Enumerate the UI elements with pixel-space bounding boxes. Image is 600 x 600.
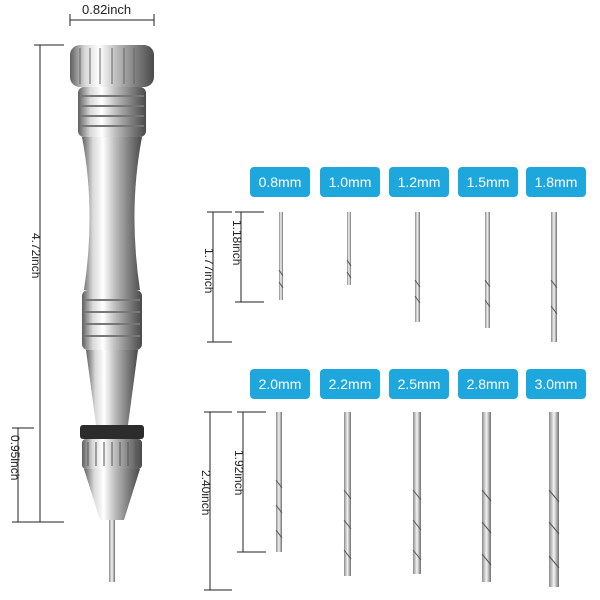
top-width-label: 0.82inch bbox=[82, 2, 132, 17]
chuck-length-label: 0.95inch bbox=[8, 435, 22, 481]
chuck-ring bbox=[80, 425, 144, 439]
bit-1.8mm bbox=[551, 212, 557, 342]
size-label-1.2mm: 1.2mm bbox=[389, 167, 449, 197]
size-label-2.2mm: 2.2mm bbox=[320, 369, 380, 399]
size-label-1.8mm: 1.8mm bbox=[526, 167, 586, 197]
total-length-label: 4.72inch bbox=[29, 233, 43, 279]
chuck-tip bbox=[84, 469, 140, 520]
bit-1.0mm bbox=[347, 212, 351, 285]
bits-row-2 bbox=[276, 412, 559, 587]
grip-upper bbox=[78, 87, 146, 137]
size-label-0.8mm: 0.8mm bbox=[250, 167, 310, 197]
long-bit-length-label: 1.92inch bbox=[232, 450, 246, 496]
size-label-2.0mm: 2.0mm bbox=[250, 369, 310, 399]
drill-neck bbox=[86, 350, 138, 425]
short-bit-length-label: 1.18inch bbox=[230, 220, 244, 266]
short-bit-total-label: 1.77inch bbox=[202, 248, 216, 294]
bit-2.8mm bbox=[482, 412, 491, 582]
size-label-2.5mm: 2.5mm bbox=[389, 369, 449, 399]
size-label-1.0mm: 1.0mm bbox=[320, 167, 380, 197]
size-label-2.8mm: 2.8mm bbox=[458, 369, 518, 399]
dimension-lines bbox=[12, 14, 266, 591]
bit-0.8mm bbox=[279, 212, 283, 300]
cap-knurl bbox=[79, 48, 145, 84]
bit-1.5mm bbox=[485, 212, 490, 328]
size-label-1.5mm: 1.5mm bbox=[458, 167, 518, 197]
bit-3.0mm bbox=[549, 412, 559, 587]
bits-row-1 bbox=[279, 212, 557, 342]
drill-handle bbox=[82, 137, 142, 290]
bit-2.5mm bbox=[413, 412, 421, 574]
inserted-bit bbox=[109, 520, 115, 582]
bit-1.2mm bbox=[415, 212, 420, 322]
size-label-3.0mm: 3.0mm bbox=[526, 369, 586, 399]
long-bit-total-label: 2.40inch bbox=[199, 470, 213, 516]
bit-2.0mm bbox=[276, 412, 282, 552]
